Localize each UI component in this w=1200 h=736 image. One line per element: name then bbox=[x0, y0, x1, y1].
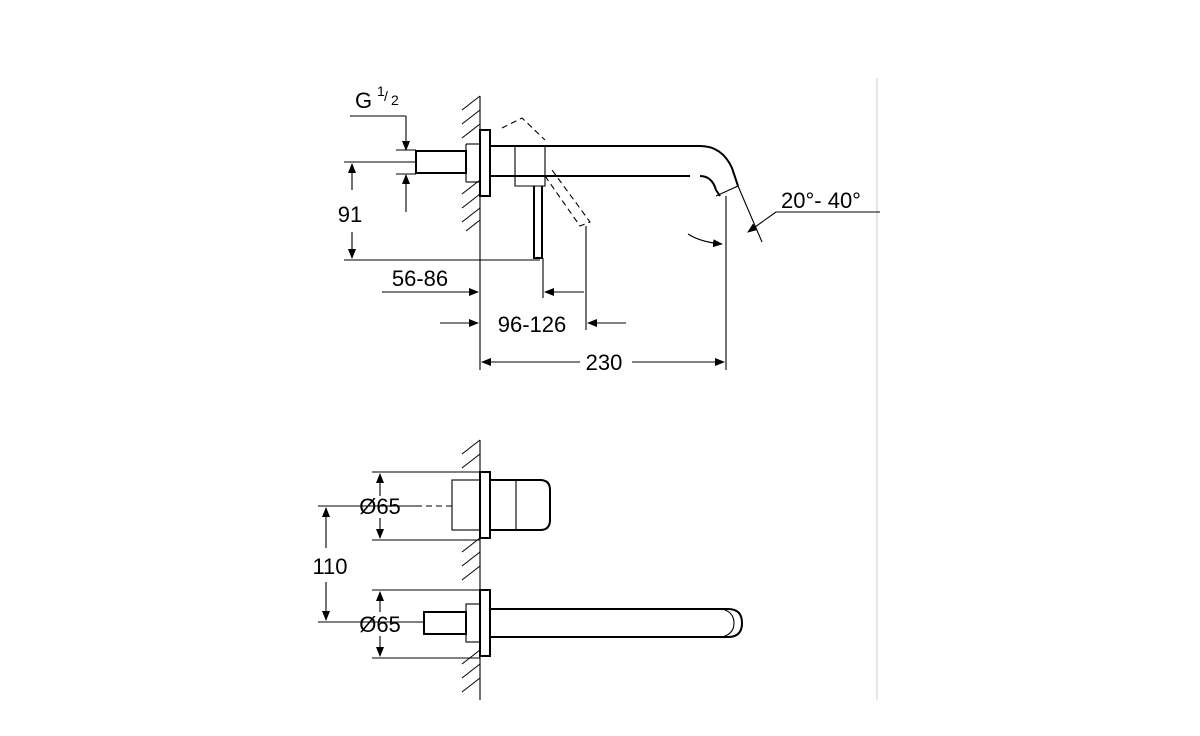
wall-front bbox=[461, 439, 481, 700]
front-view: Ø65 110 Ø65 bbox=[312, 439, 744, 700]
angle-label: 20°- 40° bbox=[781, 188, 861, 213]
thread-denominator: 2 bbox=[391, 92, 399, 108]
dimension-110: 110 bbox=[312, 554, 347, 579]
inlet-pipe bbox=[415, 150, 467, 174]
spout-side bbox=[490, 145, 739, 187]
dimension-56-86: 56-86 bbox=[392, 266, 448, 291]
side-view: G 1 / 2 91 56-86 96-126 230 bbox=[338, 83, 880, 375]
thread-slash: / bbox=[384, 88, 388, 104]
dimension-91: 91 bbox=[338, 202, 362, 227]
inlet-bottom bbox=[423, 611, 467, 635]
diameter-bottom: Ø65 bbox=[359, 612, 401, 637]
wall-side bbox=[461, 95, 481, 232]
flange-bottom bbox=[479, 589, 491, 657]
flange-side bbox=[479, 129, 491, 197]
flange-top bbox=[479, 471, 491, 539]
lever-handle bbox=[533, 186, 543, 259]
dimension-96-126: 96-126 bbox=[498, 312, 567, 337]
thread-numerator: 1 bbox=[377, 83, 385, 99]
spout-top bbox=[490, 608, 744, 638]
dimension-230: 230 bbox=[586, 350, 623, 375]
thread-label: G bbox=[355, 88, 372, 113]
mixer-knob bbox=[490, 479, 551, 531]
